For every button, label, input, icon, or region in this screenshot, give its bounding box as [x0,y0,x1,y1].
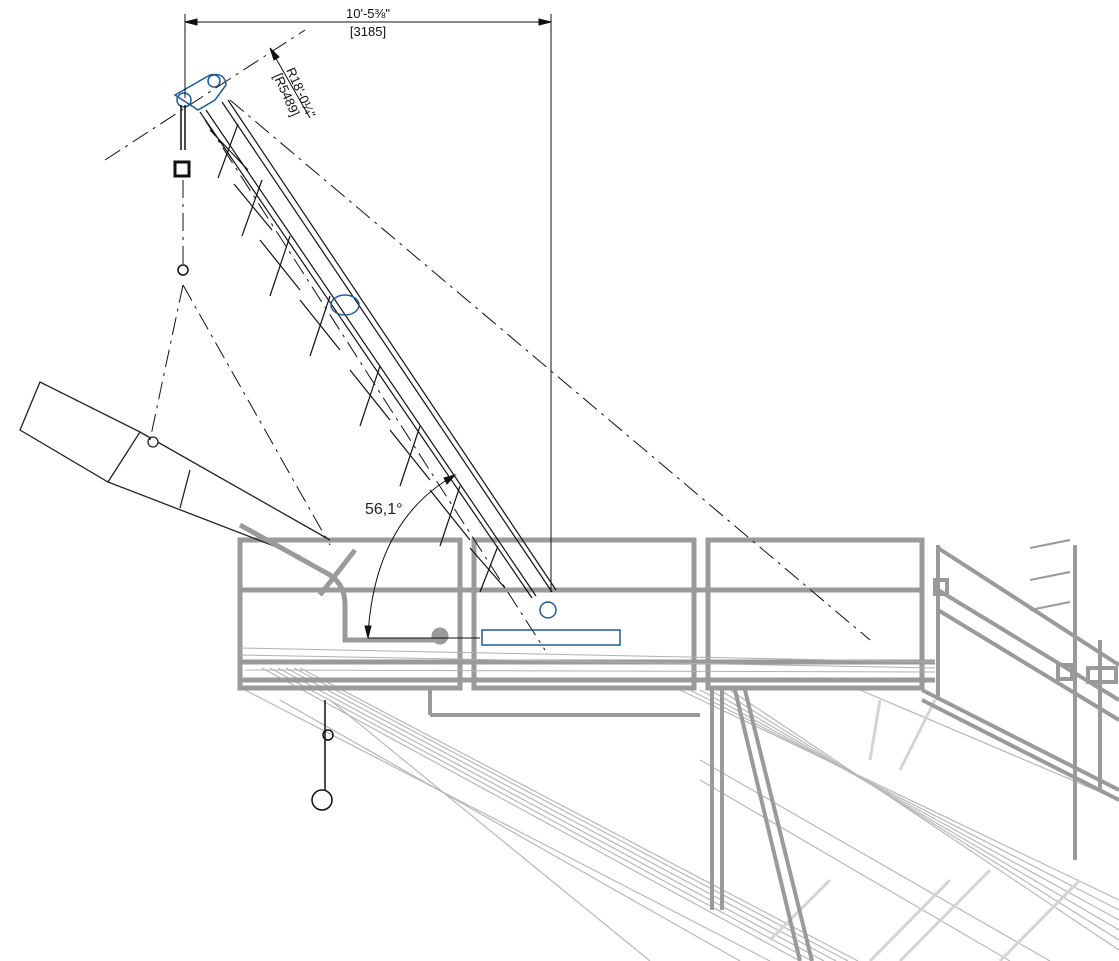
support-truss-beams [244,667,1119,961]
radius-dimension [269,47,311,119]
bracket-stack [1029,539,1071,611]
stair-handrail [921,545,1119,802]
pipe-elbow [238,522,449,645]
boom-angle-label: 56,1° [365,501,403,518]
conveyor-arm [19,381,331,557]
platform-deck [239,647,936,673]
horizontal-dimension-label: 10'-5⅜" [346,6,390,21]
construction-lines [104,29,871,651]
hook-block [173,105,334,811]
background-ladders [768,699,1082,961]
boom-tip-assembly [173,73,621,646]
angle-dimension [364,474,480,639]
horizontal-dimension-metric: [3185] [350,24,386,39]
horizontal-dimension [184,14,552,592]
support-columns [428,545,1102,961]
crane-boom [199,99,557,599]
